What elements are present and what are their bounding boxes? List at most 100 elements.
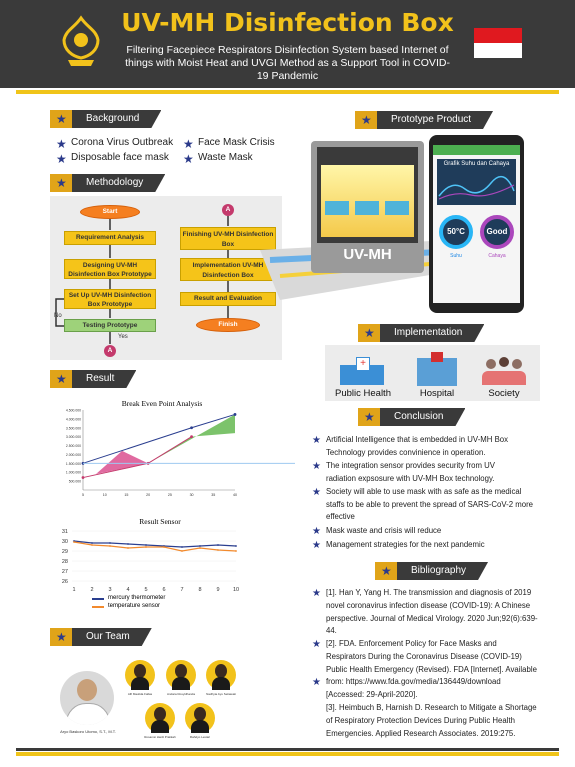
flow-start: Start <box>80 205 140 219</box>
star-icon: ★ <box>56 112 67 126</box>
x-tick-label: 10 <box>233 587 239 593</box>
y-tick-label: 26 <box>62 579 68 585</box>
star-icon: ★ <box>312 461 321 472</box>
data-point <box>127 543 129 545</box>
flow-connector-a2: A <box>222 204 234 216</box>
flow-requirement: Requirement Analysis <box>64 231 156 245</box>
data-point <box>190 426 193 430</box>
star-icon: ★ <box>312 526 321 537</box>
phone-mockup: Grafik Suhu dan Cahaya 50°C Good Suhu Ca… <box>429 135 524 313</box>
series-line <box>73 540 237 548</box>
device-label: UV-MH <box>343 246 392 263</box>
team-member-name: Alfi Maulida Fallas <box>127 692 153 696</box>
star-icon: ★ <box>56 630 67 644</box>
conclusion-item: Management strategies for the next pande… <box>326 540 485 549</box>
sensor-chart-title: Result Sensor <box>139 517 181 526</box>
header: UV-MH Disinfection Box Filtering Facepie… <box>0 0 575 88</box>
impl-hospital: Hospital <box>419 388 455 399</box>
hospital-icon <box>417 352 457 386</box>
team-member-name: Rosamsi Hardi Pratikah <box>144 735 176 739</box>
data-point <box>181 550 183 552</box>
flow-implementation: Implementation UV-MH Disinfection Box <box>180 258 276 281</box>
x-tick-label: 30 <box>190 493 194 497</box>
x-tick-label: 9 <box>216 587 219 593</box>
y-tick-label: 2.000.000 <box>66 453 81 457</box>
star-icon: ★ <box>364 410 375 424</box>
star-icon: ★ <box>56 372 67 386</box>
avatar <box>60 671 114 725</box>
x-tick-label: 20 <box>146 493 150 497</box>
methodology-banner: ★ Methodology <box>50 174 200 192</box>
bg-item: Disposable face mask <box>71 152 169 163</box>
avatar <box>206 660 236 690</box>
y-tick-label: 2.500.000 <box>66 444 81 448</box>
star-icon: ★ <box>183 152 194 166</box>
star-icon: ★ <box>56 137 67 151</box>
x-tick-label: 1 <box>72 587 75 593</box>
data-point <box>91 542 93 544</box>
conclusion-banner: ★ Conclusion <box>358 408 498 426</box>
y-tick-label: 3.000.000 <box>66 435 81 439</box>
star-icon: ★ <box>56 152 67 166</box>
conclusion-item: Mask waste and crisis will reduce <box>326 526 442 535</box>
star-icon: ★ <box>312 677 321 688</box>
phone-chart-title: Grafik Suhu dan Cahaya <box>443 161 510 167</box>
header-stripe <box>16 90 559 94</box>
y-tick-label: 29 <box>62 549 68 555</box>
university-logo-icon <box>62 15 100 66</box>
public-health-icon: + <box>340 357 384 385</box>
data-point <box>91 544 93 546</box>
bg-item: Waste Mask <box>198 152 253 163</box>
conclusion-item: Society will able to use mask with as sa… <box>326 487 534 522</box>
data-point <box>181 546 183 548</box>
prototype-banner: ★ Prototype Product <box>355 111 505 129</box>
y-tick-label: 3.500.000 <box>66 426 81 430</box>
implementation-banner: ★ Implementation <box>358 324 518 342</box>
society-icon <box>482 355 526 385</box>
flow-connector-a: A <box>104 345 116 357</box>
team-member-name: Andara Rosyidhanda <box>166 692 196 696</box>
conclusion-item: Artificial Intelligence that is embedded… <box>326 435 509 457</box>
bg-item: Corona Virus Outbreak <box>71 137 174 148</box>
uv-mh-device: UV-MH <box>311 141 424 273</box>
page-title: UV-MH Disinfection Box <box>121 8 454 37</box>
y-tick-label: 4.000.000 <box>66 417 81 421</box>
bibliography-item: [2]. FDA. Enforcement Policy for Face Ma… <box>326 639 537 700</box>
flow-yes-label: Yes <box>118 334 128 340</box>
footer-stripe-accent <box>16 752 559 756</box>
data-point <box>109 542 111 544</box>
legend-mercury: mercury thermometer <box>108 595 166 601</box>
y-tick-label: 30 <box>62 539 68 545</box>
flow-setup: Set Up UV-MH Disinfection Box Prototype <box>64 289 156 309</box>
flow-design: Designing UV-MH Disinfection Box Prototy… <box>64 259 156 279</box>
x-tick-label: 2 <box>90 587 93 593</box>
star-icon: ★ <box>312 588 321 599</box>
y-tick-label: 27 <box>62 569 68 575</box>
avatar <box>166 660 196 690</box>
star-icon: ★ <box>56 176 67 190</box>
series-line <box>73 541 237 552</box>
data-point <box>163 546 165 548</box>
light-gauge: Good <box>480 215 514 249</box>
data-point <box>233 413 237 416</box>
x-tick-label: 5 <box>144 587 147 593</box>
y-tick-label: 1.500.000 <box>66 462 81 466</box>
y-tick-label: 31 <box>62 529 68 535</box>
page-subtitle: Filtering Facepiece Respirators Disinfec… <box>125 44 450 82</box>
x-tick-label: 3 <box>108 587 111 593</box>
flow-no-label: No <box>54 313 62 319</box>
conclusion-item: The integration sensor provides security… <box>326 461 496 483</box>
x-tick-label: 6 <box>162 587 165 593</box>
data-point <box>217 549 219 551</box>
team-banner: ★ Our Team <box>50 628 180 646</box>
x-tick-label: 25 <box>168 493 172 497</box>
bibliography-item: [3]. Heimbuch B, Harnish D. Research to … <box>326 703 537 738</box>
avatar <box>125 660 155 690</box>
team-member-name: Nadhyia Ayu Setiawati <box>206 692 236 696</box>
team-lead-name: Aryo Baskoro Utomo, S.T., M.T. <box>60 729 116 734</box>
y-tick-label: 4.500.000 <box>66 409 81 413</box>
star-icon: ★ <box>312 540 321 551</box>
star-icon: ★ <box>364 326 375 340</box>
bep-chart-title: Break Even Point Analysis <box>121 399 203 408</box>
